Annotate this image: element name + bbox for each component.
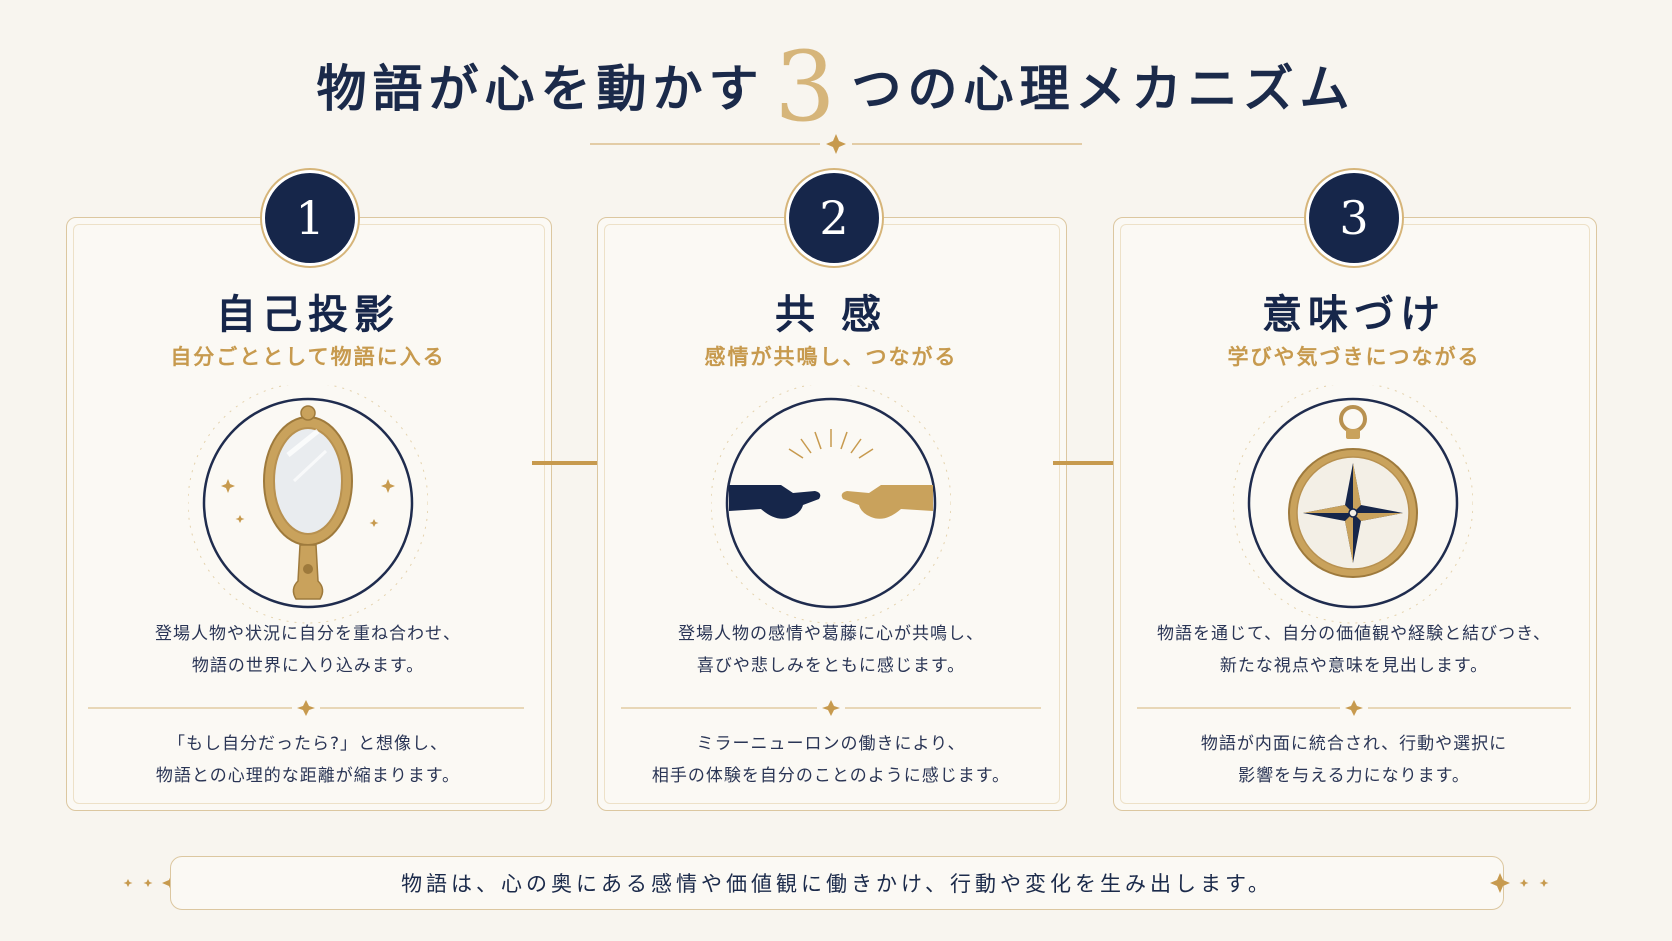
card-1-detail: 「もし自分だったら?」と想像し、 物語との心理的な距離が縮まります。 xyxy=(155,734,461,786)
title-divider xyxy=(590,134,1082,154)
title-number: 3 xyxy=(774,31,842,143)
mirror-icon xyxy=(188,385,428,624)
card-1-description: 登場人物や状況に自分を重ね合わせ、 物語の世界に入り込みます。 xyxy=(155,624,461,676)
card-3-divider xyxy=(1137,700,1571,716)
card-2-divider xyxy=(621,700,1041,716)
reaching-hands-icon xyxy=(711,385,951,624)
card-2-detail: ミラーニューロンの働きにより、 相手の体験を自分のことのように感じます。 xyxy=(651,734,1011,786)
compass-icon xyxy=(1233,385,1473,624)
footer-banner: 物語は、心の奥にある感情や価値観に働きかけ、行動や変化を生み出します。 xyxy=(170,856,1504,910)
card-3-number-badge: 3 xyxy=(1306,170,1402,266)
card-2-subtitle: 感情が共鳴し、つながる xyxy=(704,345,958,369)
card-2-description: 登場人物の感情や葛藤に心が共鳴し、 喜びや悲しみをともに感じます。 xyxy=(678,624,984,676)
page-title: 物語が心を動かす 3 つの心理メカニズム xyxy=(0,39,1672,135)
card-1-divider xyxy=(88,700,524,716)
sparkle-icon xyxy=(1490,873,1549,893)
card-1-title: 自己投影 xyxy=(216,291,400,338)
title-after: つの心理メカニズム xyxy=(851,59,1356,118)
title-before: 物語が心を動かす xyxy=(316,59,765,118)
card-3-subtitle: 学びや気づきにつながる xyxy=(1227,345,1481,369)
card-2-title: 共 感 xyxy=(775,291,887,338)
card-1-subtitle: 自分ごととして物語に入る xyxy=(170,345,446,369)
card-2-number-badge: 2 xyxy=(786,170,882,266)
card-3-detail: 物語が内面に統合され、行動や選択に 影響を与える力になります。 xyxy=(1200,734,1508,786)
card-3-title: 意味づけ xyxy=(1262,291,1446,338)
footer-text: 物語は、心の奥にある感情や価値観に働きかけ、行動や変化を生み出します。 xyxy=(401,872,1273,896)
card-3-description: 物語を通じて、自分の価値観や経験と結びつき、 新たな視点や意味を見出します。 xyxy=(1157,624,1551,676)
card-1-number-badge: 1 xyxy=(262,170,358,266)
